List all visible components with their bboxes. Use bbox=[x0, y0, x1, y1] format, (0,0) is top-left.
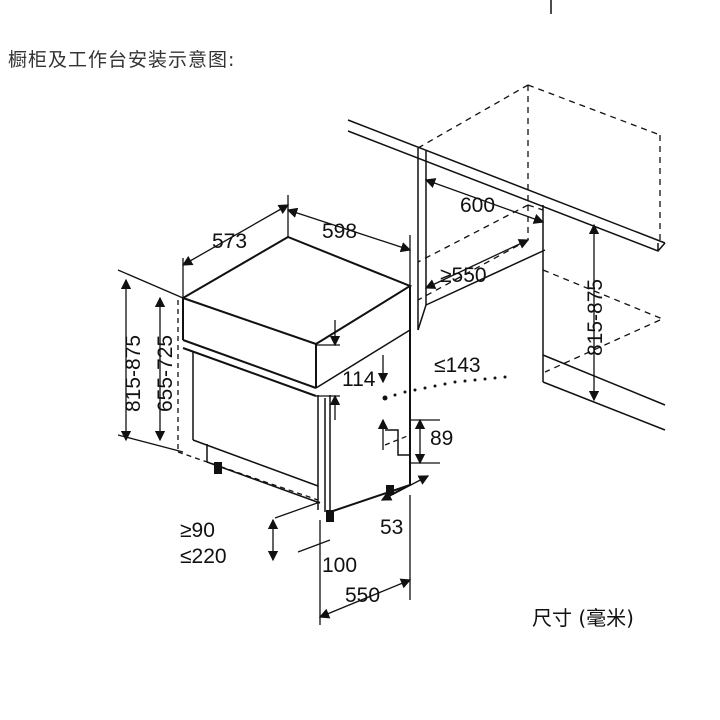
label-53: 53 bbox=[380, 516, 403, 539]
label-89: 89 bbox=[430, 427, 453, 450]
label-114: 114 bbox=[342, 368, 376, 391]
label-573: 573 bbox=[212, 230, 247, 253]
diagram-title: 橱柜及工作台安装示意图: bbox=[8, 49, 236, 71]
label-100: 100 bbox=[322, 554, 357, 577]
label-550-bottom: 550 bbox=[345, 584, 380, 607]
label-655-725: 655-725 bbox=[154, 335, 177, 412]
dishwasher-door bbox=[192, 352, 331, 512]
label-max-220: ≤220 bbox=[180, 545, 227, 568]
label-815-875-right: 815-875 bbox=[584, 279, 607, 356]
adjacent-cabinet bbox=[417, 148, 666, 431]
dishwasher-feet bbox=[214, 462, 394, 522]
label-600: 600 bbox=[460, 194, 495, 217]
label-815-875-left: 815-875 bbox=[122, 335, 145, 412]
units-label: 尺寸 (毫米) bbox=[532, 606, 634, 630]
worktop bbox=[347, 119, 666, 252]
dimension-lines bbox=[117, 178, 600, 625]
label-143: ≤143 bbox=[434, 354, 481, 377]
label-598: 598 bbox=[322, 220, 357, 243]
label-550-niche: ≥550 bbox=[440, 264, 487, 287]
plinth-dashed-outline bbox=[177, 300, 411, 501]
label-min-90: ≥90 bbox=[180, 519, 215, 542]
plinth-notch bbox=[385, 429, 410, 456]
dotted-leader-143 bbox=[382, 375, 507, 401]
